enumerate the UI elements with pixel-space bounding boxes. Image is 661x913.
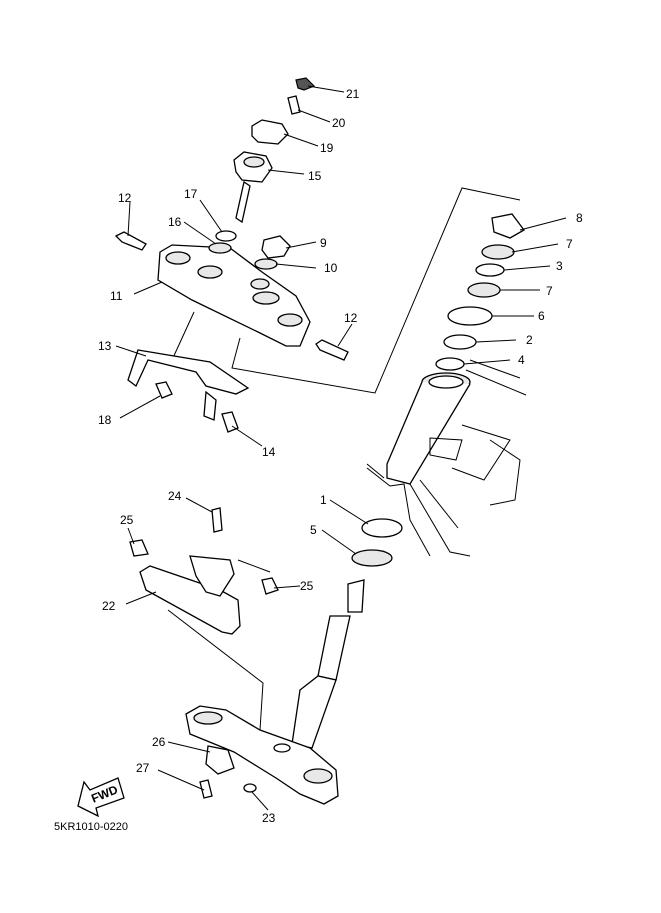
callout-13: 13: [98, 339, 112, 353]
callout-19: 19: [320, 141, 334, 155]
callout-11: 11: [110, 289, 123, 303]
callout-14: 14: [262, 445, 276, 459]
callout-26: 26: [152, 735, 166, 749]
frame-head-pipe: [366, 359, 527, 557]
callout-1: 1: [320, 493, 327, 507]
upper-bracket: [157, 244, 311, 347]
callout-6: 6: [538, 309, 545, 323]
callout-15: 15: [308, 169, 322, 183]
lower-clamp-parts: [199, 745, 257, 799]
callout-5: 5: [310, 523, 317, 537]
callout-labels: 21 20 19 15 17 16 12 9 10 11 12 13 18 14…: [98, 87, 583, 825]
callout-4: 4: [518, 353, 525, 367]
callout-20: 20: [332, 116, 346, 130]
callout-9: 9: [320, 236, 327, 250]
handlebar-holder-parts: [208, 77, 316, 270]
lower-mount-bracket: [129, 507, 279, 635]
callout-3: 3: [556, 259, 563, 273]
callout-8: 8: [576, 211, 583, 225]
diagram-code: 5KR1010-0220: [54, 821, 128, 833]
bolts-12: [114, 231, 349, 361]
callout-27: 27: [136, 761, 150, 775]
lower-bearing-parts: [351, 518, 403, 567]
callout-2: 2: [526, 333, 533, 347]
callout-22: 22: [102, 599, 116, 613]
callout-23: 23: [262, 811, 276, 825]
callout-25-right: 25: [300, 579, 314, 593]
steering-stem: [185, 579, 365, 805]
cable-guide-bracket: [127, 349, 250, 433]
callout-12-right: 12: [344, 311, 358, 325]
callout-18: 18: [98, 413, 112, 427]
leader-lines: [115, 85, 567, 811]
bearing-stack: [435, 213, 525, 371]
callout-10: 10: [324, 261, 338, 275]
callout-16: 16: [168, 215, 182, 229]
fwd-arrow-icon: FWD: [77, 777, 125, 818]
assembly-guide-lines: [167, 187, 521, 731]
callout-25-left: 25: [120, 513, 134, 527]
callout-12-left: 12: [118, 191, 132, 205]
callout-21: 21: [346, 87, 360, 101]
callout-24: 24: [168, 489, 182, 503]
callout-7-upper: 7: [566, 237, 573, 251]
callout-17: 17: [184, 187, 198, 201]
callout-7-lower: 7: [546, 284, 553, 298]
